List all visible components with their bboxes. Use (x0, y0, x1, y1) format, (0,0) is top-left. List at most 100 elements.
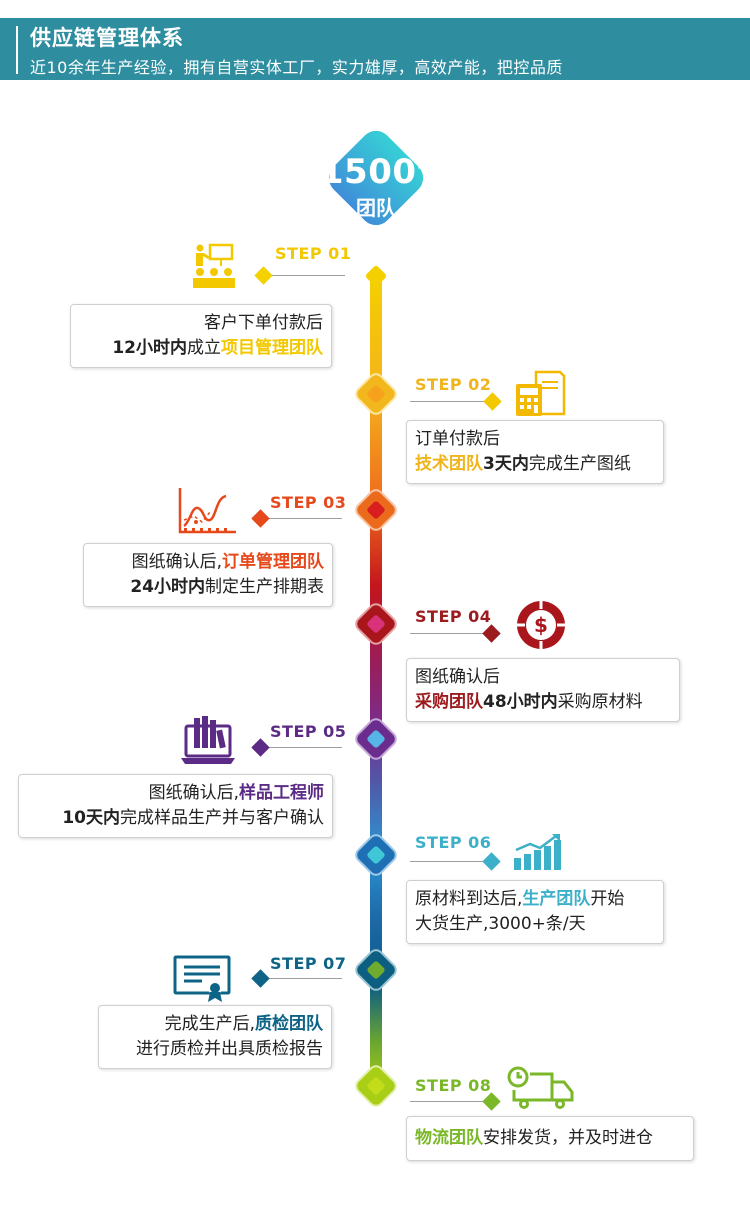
timeline-node-7 (350, 944, 402, 996)
step-3-label: STEP 03 (270, 493, 347, 512)
text-run: 大货生产,3000+条/天 (415, 914, 586, 934)
text-run: 进行质检并出具质检报告 (136, 1039, 323, 1059)
certificate-icon (172, 954, 232, 1008)
line-chart-icon (176, 486, 238, 540)
step-4-line-1: 图纸确认后 (415, 665, 671, 690)
timeline-node-3 (350, 484, 402, 536)
header-banner: 供应链管理体系 近10余年生产经验，拥有自营实体工厂，实力雄厚，高效产能，把控品… (0, 18, 750, 80)
step-6-line-1: 原材料到达后,生产团队开始 (415, 887, 655, 912)
dollar-cycle-icon: $ (514, 598, 568, 656)
step-5-connector (262, 747, 342, 748)
step-7-label: STEP 07 (270, 954, 347, 973)
laptop-books-icon (180, 712, 236, 772)
calculator-document-icon (514, 370, 566, 422)
text-run: 完成生产图纸 (528, 454, 631, 474)
step-6-line-2: 大货生产,3000+条/天 (415, 912, 655, 937)
step-3-line-2: 24小时内制定生产排期表 (92, 575, 324, 600)
step-5-label: STEP 05 (270, 722, 347, 741)
text-run-highlight: 质检团队 (255, 1014, 323, 1034)
training-team-icon (190, 242, 238, 296)
step-7-description: 完成生产后,质检团队 进行质检并出具质检报告 (98, 1005, 332, 1069)
growth-bars-icon (512, 832, 566, 876)
timeline-spine (370, 270, 382, 1100)
text-run-highlight: 项目管理团队 (221, 338, 323, 358)
badge-number: 1500+ (319, 152, 433, 192)
step-3-description: 图纸确认后,订单管理团队 24小时内制定生产排期表 (83, 543, 333, 607)
text-run: 客户下单付款后 (204, 313, 323, 333)
text-run: 3天内 (483, 454, 529, 474)
step-3-marker (251, 509, 270, 528)
step-7-marker (251, 969, 270, 988)
step-8-connector (410, 1101, 490, 1102)
step-7-connector (262, 978, 342, 979)
text-run: 采购原材料 (557, 692, 643, 712)
step-7-line-2: 进行质检并出具质检报告 (107, 1037, 323, 1062)
step-6-description: 原材料到达后,生产团队开始 大货生产,3000+条/天 (406, 880, 664, 944)
text-run-highlight: 生产团队 (522, 889, 591, 909)
text-run-highlight: 技术团队 (415, 454, 483, 474)
step-4-connector (410, 633, 490, 634)
timeline-node-2 (350, 368, 402, 420)
text-run-highlight: 样品工程师 (239, 783, 324, 803)
text-run: 12小时内 (112, 338, 187, 358)
step-6-connector (410, 861, 490, 862)
text-run: 订单付款后 (415, 429, 500, 449)
timeline-node-8 (350, 1060, 402, 1112)
step-1-connector (265, 275, 345, 276)
text-run-highlight: 物流团队 (415, 1128, 483, 1148)
step-8-marker (482, 1092, 501, 1111)
timeline-node-1 (363, 263, 389, 289)
svg-text:$: $ (534, 613, 548, 637)
step-1-line-2: 12小时内成立项目管理团队 (79, 336, 323, 361)
step-2-description: 订单付款后 技术团队3天内完成生产图纸 (406, 420, 664, 484)
step-6-label: STEP 06 (415, 833, 492, 852)
step-2-label: STEP 02 (415, 375, 492, 394)
text-run: 图纸确认后, (148, 783, 239, 803)
step-4-line-2: 采购团队48小时内采购原材料 (415, 690, 671, 715)
step-2-connector (410, 401, 490, 402)
badge-diamond-shape (328, 130, 424, 226)
step-5-line-1: 图纸确认后,样品工程师 (27, 781, 324, 806)
team-size-badge: 1500+ 团队 (316, 118, 436, 238)
step-1-label: STEP 01 (275, 244, 352, 263)
step-3-connector (262, 518, 342, 519)
text-run: 完成样品生产并与客户确认 (120, 808, 324, 828)
page-subtitle: 近10余年生产经验，拥有自营实体工厂，实力雄厚，高效产能，把控品质 (30, 58, 563, 77)
step-5-marker (251, 738, 270, 757)
timeline-node-4 (350, 598, 402, 650)
text-run-highlight: 订单管理团队 (222, 552, 324, 572)
text-run: 制定生产排期表 (205, 577, 324, 597)
text-run: 10天内 (62, 808, 120, 828)
step-5-line-2: 10天内完成样品生产并与客户确认 (27, 806, 324, 831)
header-divider (16, 26, 18, 74)
step-7-line-1: 完成生产后,质检团队 (107, 1012, 323, 1037)
text-run: 图纸确认后 (415, 667, 500, 687)
step-1-description: 客户下单付款后 12小时内成立项目管理团队 (70, 304, 332, 368)
step-4-description: 图纸确认后 采购团队48小时内采购原材料 (406, 658, 680, 722)
step-2-line-1: 订单付款后 (415, 427, 655, 452)
step-3-line-1: 图纸确认后,订单管理团队 (92, 550, 324, 575)
step-2-line-2: 技术团队3天内完成生产图纸 (415, 452, 655, 477)
timeline-node-6 (350, 829, 402, 881)
delivery-truck-icon (504, 1066, 576, 1116)
step-6-marker (482, 852, 501, 871)
step-4-label: STEP 04 (415, 607, 492, 626)
step-1-line-1: 客户下单付款后 (79, 311, 323, 336)
text-run: 完成生产后, (164, 1014, 255, 1034)
text-run: 原材料到达后, (415, 889, 523, 909)
step-2-marker (483, 392, 502, 411)
text-run: 成立 (187, 338, 221, 358)
step-4-marker (482, 624, 501, 643)
step-8-description: 物流团队安排发货，并及时进仓 (406, 1116, 694, 1161)
text-run: 图纸确认后, (131, 552, 222, 572)
step-8-line-1: 物流团队安排发货，并及时进仓 (415, 1126, 685, 1151)
step-1-marker (254, 266, 273, 285)
text-run: 24小时内 (130, 577, 205, 597)
page-title: 供应链管理体系 (30, 26, 184, 50)
step-5-description: 图纸确认后,样品工程师 10天内完成样品生产并与客户确认 (18, 774, 333, 838)
step-8-label: STEP 08 (415, 1076, 492, 1095)
badge-label: 团队 (356, 196, 396, 220)
text-run: 开始 (590, 889, 625, 909)
timeline-node-5 (350, 713, 402, 765)
text-run-highlight: 采购团队 (415, 692, 483, 712)
